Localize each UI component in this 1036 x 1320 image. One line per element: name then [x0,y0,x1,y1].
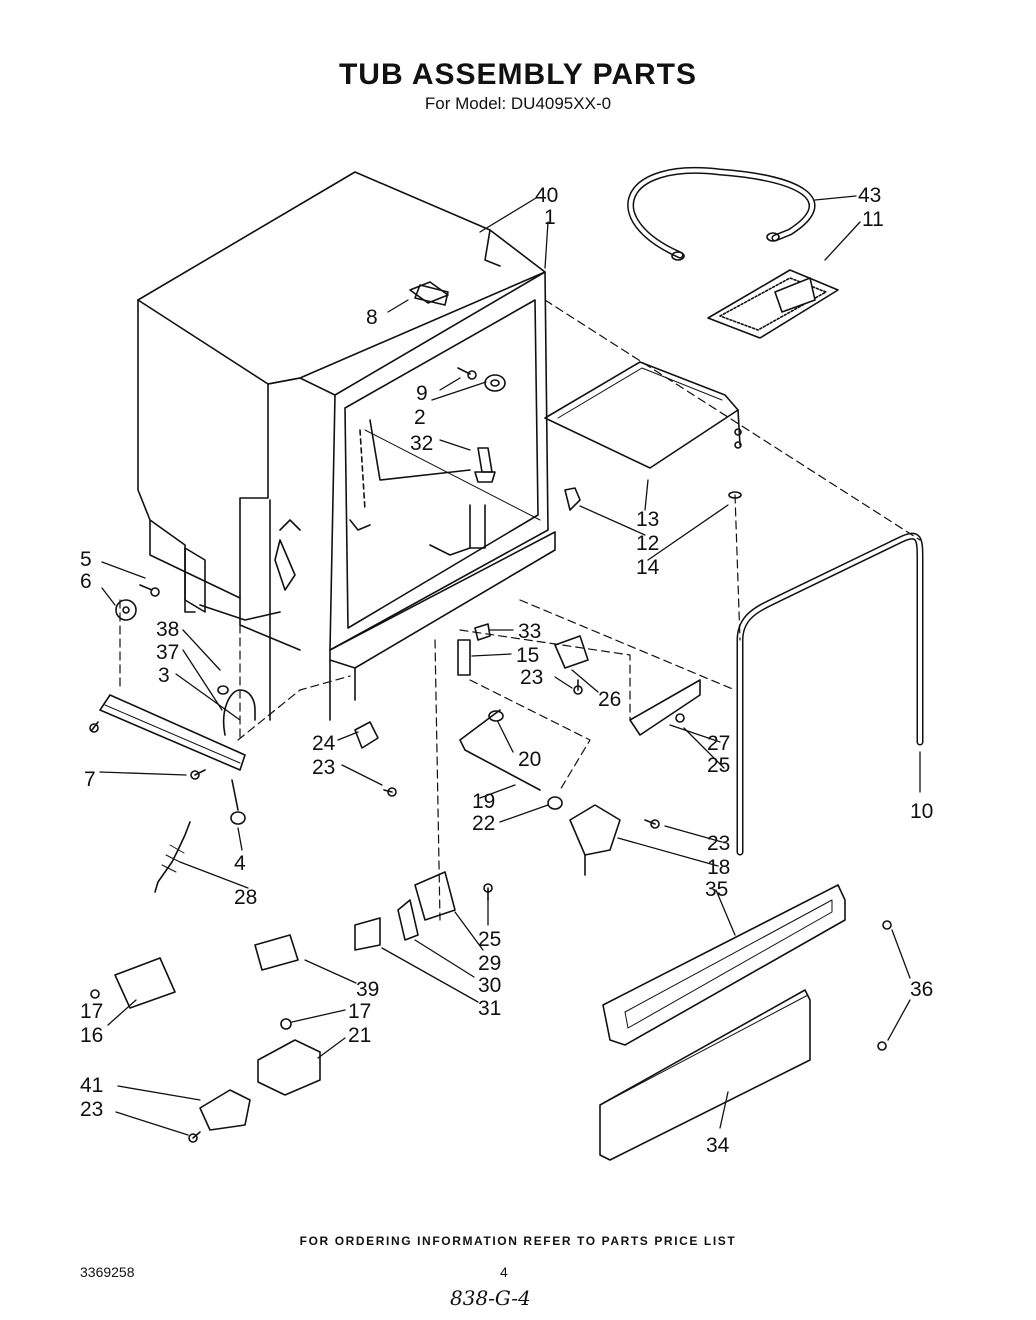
callout-35: 35 [705,878,728,901]
callout-2: 2 [414,406,426,429]
callout-33: 33 [518,620,541,643]
callout-3: 3 [158,664,170,687]
callout-17-a: 17 [348,1000,371,1023]
handwritten-code: 838-G-4 [450,1286,531,1310]
callout-6: 6 [80,570,92,593]
callout-31: 31 [478,997,501,1020]
callout-34: 34 [706,1134,730,1157]
document-number: 3369258 [80,1264,135,1280]
callout-19: 19 [472,790,495,813]
callout-32: 32 [410,432,433,455]
tub-body-drawing [137,171,556,721]
callout-41: 41 [80,1074,103,1097]
door-gasket-part-10 [736,532,924,856]
callout-28: 28 [234,886,257,909]
callout-23-a: 23 [520,666,543,689]
callout-23-b: 23 [312,756,335,779]
assembly-guide-lines [119,299,921,921]
callout-40: 40 [535,184,558,207]
callout-14: 14 [636,556,660,579]
callout-10: 10 [910,800,933,823]
callout-25-b: 25 [478,928,501,951]
callout-37: 37 [156,641,179,664]
callout-labels: 40 1 43 11 8 9 2 32 13 12 14 5 6 38 37 3… [80,184,933,1157]
hose-part-43 [627,167,816,261]
callout-12: 12 [636,532,659,555]
callout-5: 5 [80,548,92,571]
callout-22: 22 [472,812,495,835]
callout-38: 38 [156,618,179,641]
filter-part-11 [707,269,839,339]
ordering-note: FOR ORDERING INFORMATION REFER TO PARTS … [299,1234,737,1248]
callout-30: 30 [478,974,501,997]
callout-1: 1 [544,206,556,229]
callout-23-c: 23 [707,832,730,855]
callout-leader-lines [99,195,921,1136]
callout-9: 9 [416,382,428,405]
callout-21: 21 [348,1024,371,1047]
callout-29: 29 [478,952,501,975]
callout-13: 13 [636,508,659,531]
heater-element-part-13 [544,361,742,499]
callout-8: 8 [366,306,378,329]
callout-39: 39 [356,978,379,1001]
callout-4: 4 [234,852,246,875]
callout-7: 7 [84,768,96,791]
model-subtitle: For Model: DU4095XX-0 [424,94,612,113]
callout-15: 15 [516,644,539,667]
callout-17-b: 17 [80,1000,103,1023]
callout-20: 20 [518,748,541,771]
callout-25-a: 25 [707,754,730,777]
callout-23-d: 23 [80,1098,103,1121]
callout-11: 11 [862,208,884,231]
page-number: 4 [500,1264,508,1280]
page-title: TUB ASSEMBLY PARTS [338,58,698,91]
callout-16: 16 [80,1024,103,1047]
callout-27: 27 [707,732,730,755]
callout-24: 24 [312,732,336,755]
callout-43: 43 [858,184,881,207]
callout-36: 36 [910,978,933,1001]
callout-26: 26 [598,688,621,711]
small-parts-drawing [89,281,892,1161]
callout-18: 18 [707,856,730,879]
